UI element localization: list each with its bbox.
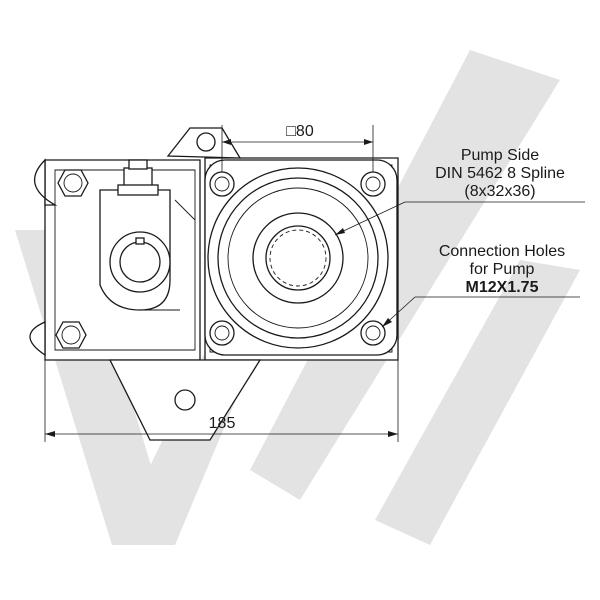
dimension-flange: □80 [221, 123, 374, 172]
output-shaft-boss [99, 189, 171, 311]
flange-hole-bl [209, 320, 235, 346]
leader-connection-holes [381, 296, 580, 328]
connection-holes-line1: Connection Holes [439, 243, 565, 260]
flange-hole-tr [360, 171, 386, 197]
spline-pilot [207, 167, 389, 349]
connection-holes-line3: M12X1.75 [466, 279, 539, 296]
mounting-hole-top [196, 132, 216, 152]
dimension-flange-label: □80 [286, 123, 314, 140]
mounting-hole-bottom [174, 389, 196, 411]
dimension-overall: 185 [44, 360, 399, 442]
pump-side-line1: Pump Side [461, 147, 539, 164]
breather-fitting [117, 159, 159, 196]
connection-holes-line2: for Pump [470, 261, 535, 278]
pump-side-line3: (8x32x36) [464, 183, 535, 200]
hex-bolt-top-left [57, 169, 89, 197]
leader-pump-side [334, 201, 585, 236]
flange-hole-br [360, 320, 386, 346]
dimension-overall-label: 185 [209, 415, 236, 432]
hex-bolt-bottom-left [55, 321, 87, 349]
pump-side-line2: DIN 5462 8 Spline [435, 165, 565, 182]
flange-hole-tl [209, 171, 235, 197]
